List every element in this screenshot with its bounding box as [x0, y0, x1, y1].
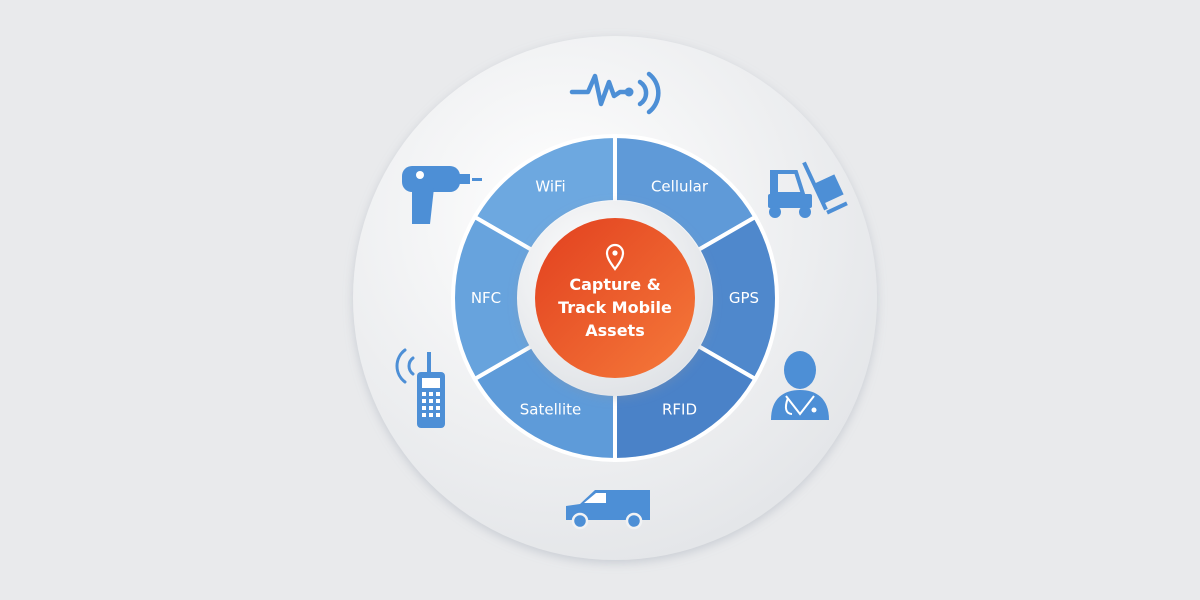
- segment-label-satellite: Satellite: [520, 401, 581, 419]
- forklift-icon: [768, 161, 848, 218]
- delivery-van-icon: [566, 490, 650, 530]
- location-pin-icon: [605, 243, 625, 271]
- doctor-icon: [771, 351, 829, 420]
- center-circle: [535, 218, 695, 378]
- walkie-talkie-phone-icon: [395, 348, 445, 428]
- segment-label-cellular: Cellular: [651, 177, 709, 195]
- center-title-line-2: Track Mobile: [558, 298, 672, 317]
- heartbeat-signal-icon: [569, 71, 661, 115]
- center-title-line-3: Assets: [585, 321, 644, 340]
- segment-label-gps: GPS: [729, 289, 759, 307]
- segment-label-rfid: RFID: [662, 401, 697, 419]
- center-title-line-1: Capture &: [569, 275, 660, 294]
- segment-label-nfc: NFC: [471, 289, 501, 307]
- segment-label-wifi: WiFi: [535, 177, 565, 195]
- handheld-scanner-icon: [402, 166, 482, 224]
